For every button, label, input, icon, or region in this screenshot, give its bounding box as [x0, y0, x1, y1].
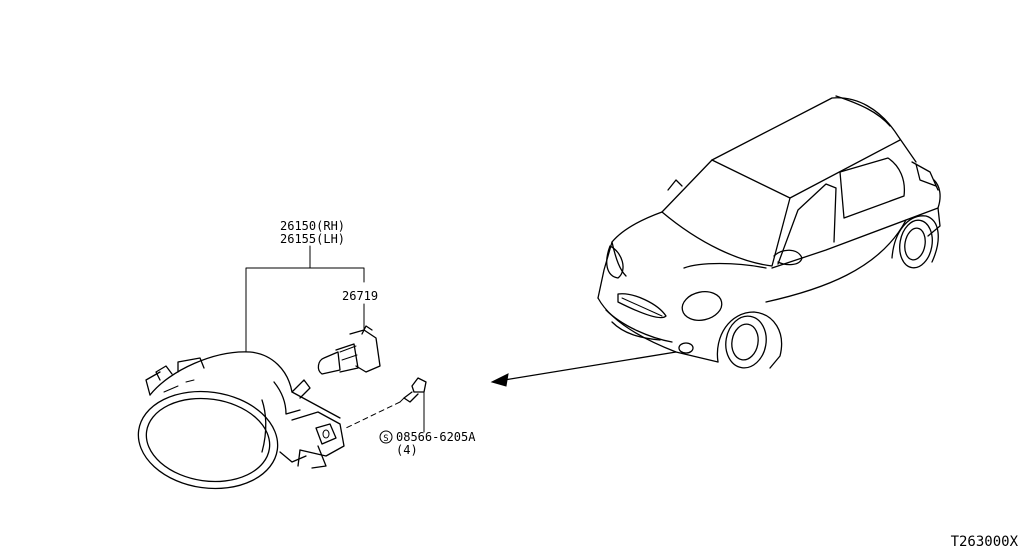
screw-callout: S 08566-6205A (4) — [379, 430, 476, 457]
screw-symbol-icon — [379, 430, 393, 444]
fog-lamp-rh-label: 26150(RH) — [280, 219, 345, 233]
install-dashed-line — [345, 401, 401, 429]
lamp-leader-line — [245, 245, 365, 353]
screw-part-number: 08566-6205A — [396, 430, 476, 444]
screw-icon — [399, 377, 427, 403]
screw-symbol-letter: S — [383, 434, 388, 444]
diagram-code: T263000X — [951, 534, 1019, 550]
vehicle-front-view-icon — [597, 95, 941, 369]
bulb-icon — [317, 325, 381, 375]
screw-quantity: (4) — [396, 443, 418, 457]
location-arrow-icon — [490, 342, 694, 387]
fog-lamp-lh-label: 26155(LH) — [280, 232, 345, 246]
bulb-label: 26719 — [342, 289, 378, 303]
fog-lamp-assembly-icon — [137, 351, 345, 490]
